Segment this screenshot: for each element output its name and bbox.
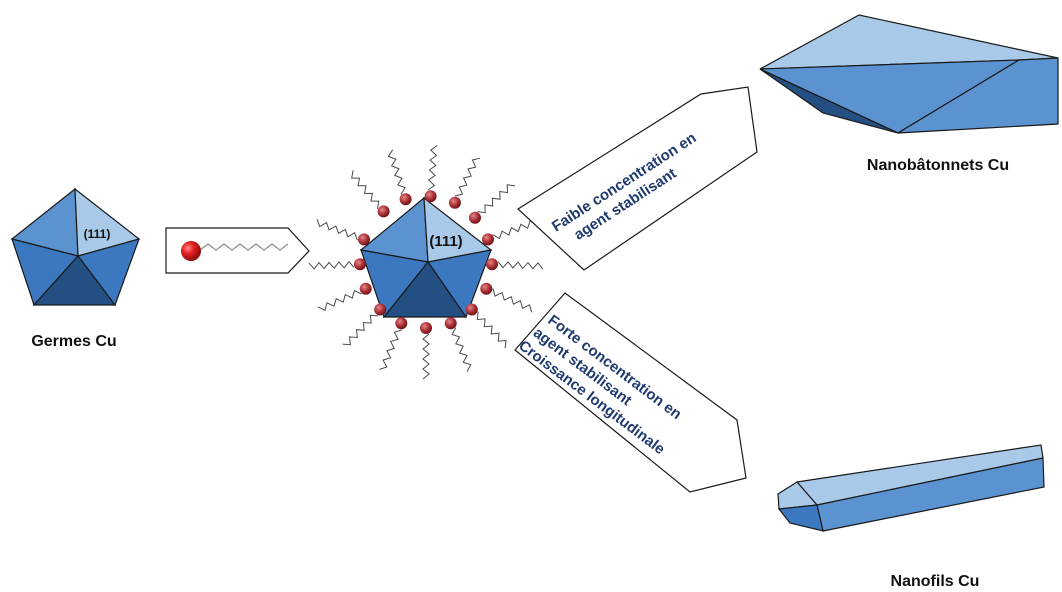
ligand-tail xyxy=(492,220,538,240)
ligand-tail xyxy=(422,333,430,380)
nanorod-facet-right xyxy=(897,57,1059,134)
ligand-head xyxy=(420,322,432,334)
ligand-tail xyxy=(379,329,402,370)
nanowire-label: Nanofils Cu xyxy=(891,573,980,590)
capped-facet-bottom xyxy=(382,260,468,318)
capped-seed: (111) xyxy=(308,145,544,380)
upper-arrow-outline xyxy=(517,86,758,271)
ligand-tail xyxy=(492,288,533,313)
ligand-head xyxy=(424,190,437,203)
upper-arrow: Faible concentration en agent stabilisan… xyxy=(517,86,758,271)
lower-arrow-outline xyxy=(514,292,747,493)
ligand-head xyxy=(444,317,457,330)
ligand-head xyxy=(448,196,461,209)
ligand-head xyxy=(358,233,370,246)
seed-facet-bottom xyxy=(32,255,117,306)
ligand-tail xyxy=(351,170,380,209)
ligand-tail xyxy=(308,260,355,270)
ligand-head xyxy=(399,193,412,206)
nanowire-tip-bottom xyxy=(777,504,824,532)
ligand-heads xyxy=(354,190,498,334)
ligand-tail xyxy=(342,314,379,346)
lower-arrow: Forte concentration en agent stabilisant… xyxy=(514,292,747,493)
ligand-head xyxy=(482,233,494,246)
nanorod xyxy=(759,14,1059,134)
seed-facet-label: (111) xyxy=(84,227,111,241)
ligand-tail xyxy=(451,327,472,372)
ligand-head xyxy=(480,282,493,295)
ligand-head xyxy=(469,211,481,224)
nanowire xyxy=(777,444,1045,532)
ligand-tail xyxy=(387,149,406,195)
ligand-head xyxy=(486,258,498,271)
ligand-head xyxy=(377,205,390,218)
ligand-tails xyxy=(308,145,544,380)
ligand-chain xyxy=(199,243,289,251)
ligand-head xyxy=(359,282,372,295)
seed-pentagon: (111) xyxy=(10,187,141,307)
ligand-arrow xyxy=(165,227,310,274)
ligand-tail xyxy=(316,219,358,241)
ligand-tail xyxy=(427,145,438,191)
ligand-head xyxy=(374,303,387,316)
ligand-head xyxy=(395,317,408,330)
ligand-head-ball xyxy=(181,241,201,261)
ligand-arrow-outline xyxy=(165,227,310,274)
seed-label: Germes Cu xyxy=(31,333,116,350)
nanorod-facet-left xyxy=(759,68,899,134)
nanorod-label: Nanobâtonnets Cu xyxy=(867,157,1009,174)
ligand-head xyxy=(465,303,478,316)
ligand-tail xyxy=(454,157,481,197)
ligand-tail xyxy=(497,261,544,270)
ligand-tail xyxy=(317,289,362,312)
ligand-tail xyxy=(476,311,507,349)
ligand-head xyxy=(354,258,366,271)
capped-facet-label: (111) xyxy=(429,233,462,250)
ligand-tail xyxy=(477,184,516,214)
